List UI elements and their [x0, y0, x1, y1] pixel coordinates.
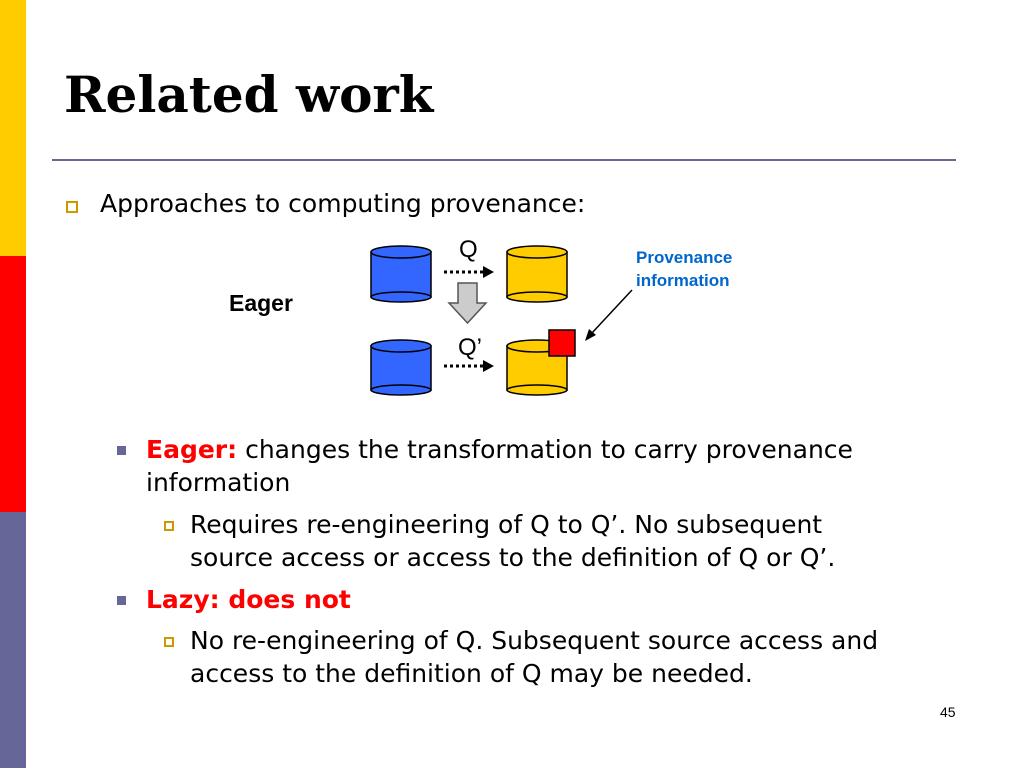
main-bullet-text: Approaches to computing provenance:	[100, 189, 586, 218]
eager-sub-line2: source access or access to the definitio…	[190, 543, 836, 572]
result-database-bottom-icon	[506, 339, 568, 396]
provenance-square-icon	[548, 329, 576, 357]
query-q-label: Q	[459, 236, 478, 263]
query-q-prime-label: Q’	[458, 334, 482, 361]
eager-bullet-line2: information	[146, 468, 291, 497]
source-database-bottom-icon	[370, 339, 432, 396]
hollow-square-bullet-icon	[66, 201, 78, 213]
result-database-top-icon	[506, 245, 568, 303]
eager-term: Eager:	[146, 435, 238, 464]
page-number: 45	[940, 704, 956, 720]
provenance-information-label: Provenance information	[636, 246, 732, 292]
query-arrow-bottom-icon	[444, 360, 494, 372]
eager-description: changes the transformation to carry prov…	[237, 435, 853, 464]
slide-title: Related work	[64, 65, 434, 124]
filled-square-bullet-icon	[117, 446, 126, 455]
hollow-square-bullet-icon	[164, 521, 174, 531]
source-database-top-icon	[370, 245, 432, 303]
provenance-label-line2: information	[636, 271, 730, 290]
side-stripe-blue	[0, 512, 26, 768]
hollow-square-bullet-icon	[164, 637, 174, 647]
query-arrow-top-icon	[444, 266, 494, 278]
provenance-label-line1: Provenance	[636, 248, 733, 267]
title-divider	[52, 159, 956, 161]
lazy-term: Lazy: does not	[146, 585, 351, 614]
provenance-pointer-arrow-icon	[585, 289, 633, 341]
eager-sub-line1: Requires re-engineering of Q to Q’. No s…	[190, 510, 823, 539]
lazy-sub-line1: No re-engineering of Q. Subsequent sourc…	[190, 626, 879, 655]
side-stripe-yellow	[0, 0, 26, 256]
eager-bullet-line1: Eager: changes the transformation to car…	[146, 433, 853, 466]
side-stripe-red	[0, 256, 26, 512]
transformation-down-arrow-icon	[447, 282, 488, 325]
filled-square-bullet-icon	[117, 596, 126, 605]
eager-diagram-label: Eager	[229, 290, 293, 316]
lazy-sub-line2: access to the definition of Q may be nee…	[190, 659, 753, 688]
